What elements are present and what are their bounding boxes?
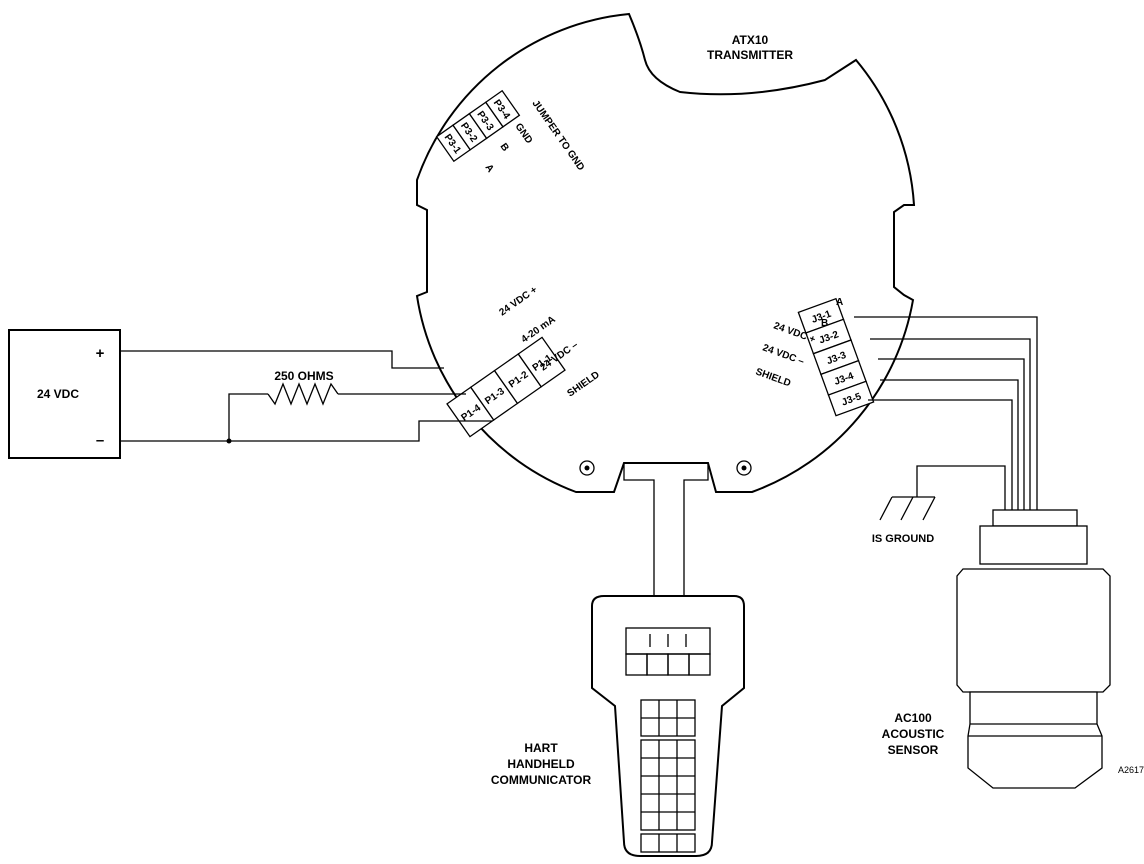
sensor-label-line3: SENSOR — [888, 743, 939, 757]
wire-j3-5 — [868, 399, 1013, 510]
power-supply-label: 24 VDC — [37, 387, 79, 401]
power-supply-box — [8, 329, 121, 459]
p3-label-gnd: GND — [513, 121, 535, 146]
j3-label-shield: SHIELD — [754, 366, 792, 389]
communicator-cable-left — [623, 463, 655, 596]
wire-is-ground — [916, 465, 1006, 510]
wire-resistor-to-p1-2 — [228, 393, 268, 441]
p1-label-vplus: 24 VDC + — [497, 284, 539, 318]
wire-j3-2 — [870, 338, 1031, 510]
sensor-label-line1: AC100 — [894, 711, 932, 725]
mounting-hole-right — [736, 460, 752, 476]
is-ground-symbol — [879, 496, 936, 521]
mounting-hole-left — [579, 460, 595, 476]
display-segments — [649, 634, 687, 647]
wire-j3-4 — [880, 379, 1019, 510]
sensor-label-line2: ACOUSTIC — [882, 727, 945, 741]
j3-terminal-block: J3-1 J3-2 J3-3 J3-4 J3-5 — [797, 297, 875, 417]
communicator-label-line1: HART — [524, 741, 558, 755]
terminal-j3-3: J3-3 — [812, 339, 860, 376]
p3-label-b: B — [498, 141, 511, 153]
communicator-cable-right — [683, 463, 709, 596]
j3-label-b: B — [821, 318, 828, 329]
transmitter-housing — [415, 12, 916, 493]
p3-label-jumper: JUMPER TO GND — [530, 98, 587, 172]
figure-reference: A2617 — [1118, 765, 1144, 775]
terminal-j3-2: J3-2 — [805, 318, 852, 355]
ac100-sensor — [956, 509, 1111, 789]
terminal-p1-3: P1-3 — [469, 369, 519, 421]
power-supply-plus: + — [96, 345, 105, 362]
is-ground-label: IS GROUND — [872, 533, 934, 545]
sensor-body — [956, 568, 1111, 693]
transmitter-title: ATX10 — [732, 33, 769, 47]
p3-label-a: A — [483, 162, 496, 174]
terminal-p3-4: P3-4 — [484, 89, 521, 128]
junction-dot — [226, 438, 232, 444]
terminal-j3-4: J3-4 — [820, 359, 867, 396]
resistor-label: 250 OHMS — [274, 369, 333, 383]
communicator-body — [591, 595, 745, 857]
terminal-j3-1: J3-1 — [797, 297, 845, 334]
wire-j3-3 — [878, 358, 1025, 510]
communicator-label-line2: HANDHELD — [507, 757, 575, 771]
sensor-neck — [979, 525, 1088, 565]
wire-supply-negative — [120, 420, 492, 442]
wire-supply-positive — [120, 350, 444, 369]
j3-label-a: A — [836, 297, 843, 308]
transmitter-subtitle: TRANSMITTER — [707, 48, 793, 62]
hart-communicator — [591, 463, 745, 857]
communicator-function-keys — [625, 653, 711, 676]
communicator-label-line3: COMMUNICATOR — [491, 773, 592, 787]
sensor-cap — [992, 509, 1078, 527]
p3-terminal-block: P3-1 P3-2 P3-3 P3-4 — [435, 89, 521, 163]
communicator-keypad — [640, 699, 696, 853]
p1-label-shield: SHIELD — [565, 369, 601, 399]
power-supply-minus: – — [96, 432, 104, 449]
sensor-lower — [967, 691, 1103, 789]
wire-j3-1 — [854, 316, 1038, 510]
j3-label-vminus: 24 VDC – — [761, 342, 806, 367]
terminal-j3-5: J3-5 — [827, 380, 875, 417]
p1-terminal-block: P1-4 P1-3 P1-2 P1-1 — [446, 336, 566, 438]
resistor-250-ohms — [267, 382, 339, 406]
terminal-p1-1: P1-1 — [517, 336, 566, 388]
